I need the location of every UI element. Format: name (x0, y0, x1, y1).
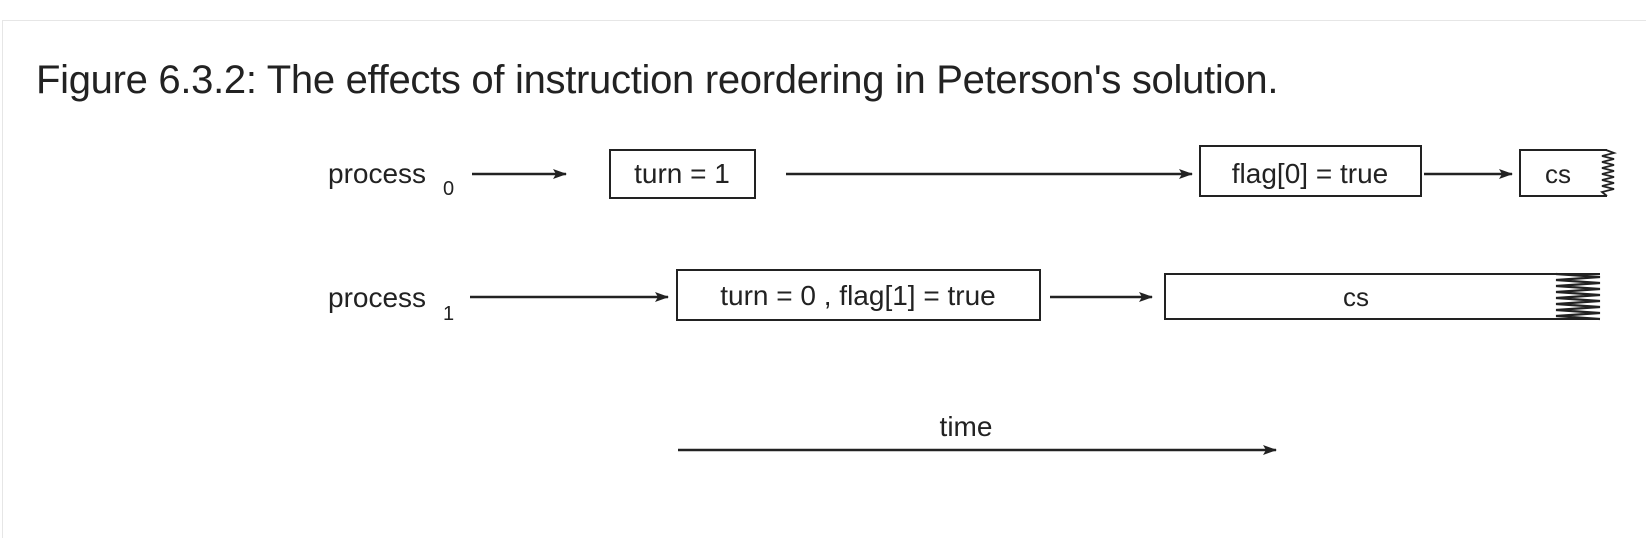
time-label: time (940, 411, 993, 442)
box-p1-cs-text: cs (1343, 282, 1369, 312)
process-1-subscript: 1 (443, 303, 454, 325)
box-p0-flag (1199, 145, 1422, 197)
process-0-subscript: 0 (443, 178, 454, 200)
figure-caption: Figure 6.3.2: The effects of instruction… (36, 58, 1279, 102)
time-axis: time (678, 411, 1277, 455)
box-p0-turn-text: turn = 1 (634, 158, 730, 189)
box-p0-turn (609, 149, 756, 199)
process-0-row: process 0 turn = 1 flag[0] = true cs (328, 145, 1618, 200)
zigzag-break-icon (1555, 272, 1601, 321)
process-1-row: process 1 turn = 0 , flag[1] = true cs (328, 269, 1601, 325)
box-p0-cs-text: cs (1545, 159, 1571, 189)
box-p1-turn-flag (676, 269, 1041, 321)
box-p0-flag-text: flag[0] = true (1232, 158, 1388, 189)
process-0-label: process (328, 158, 426, 189)
box-p1-cs (1164, 272, 1601, 321)
box-p0-cs (1519, 149, 1618, 197)
box-p1-turn-flag-text: turn = 0 , flag[1] = true (720, 280, 996, 311)
wavy-break-icon (1600, 149, 1618, 197)
process-1-label: process (328, 282, 426, 313)
